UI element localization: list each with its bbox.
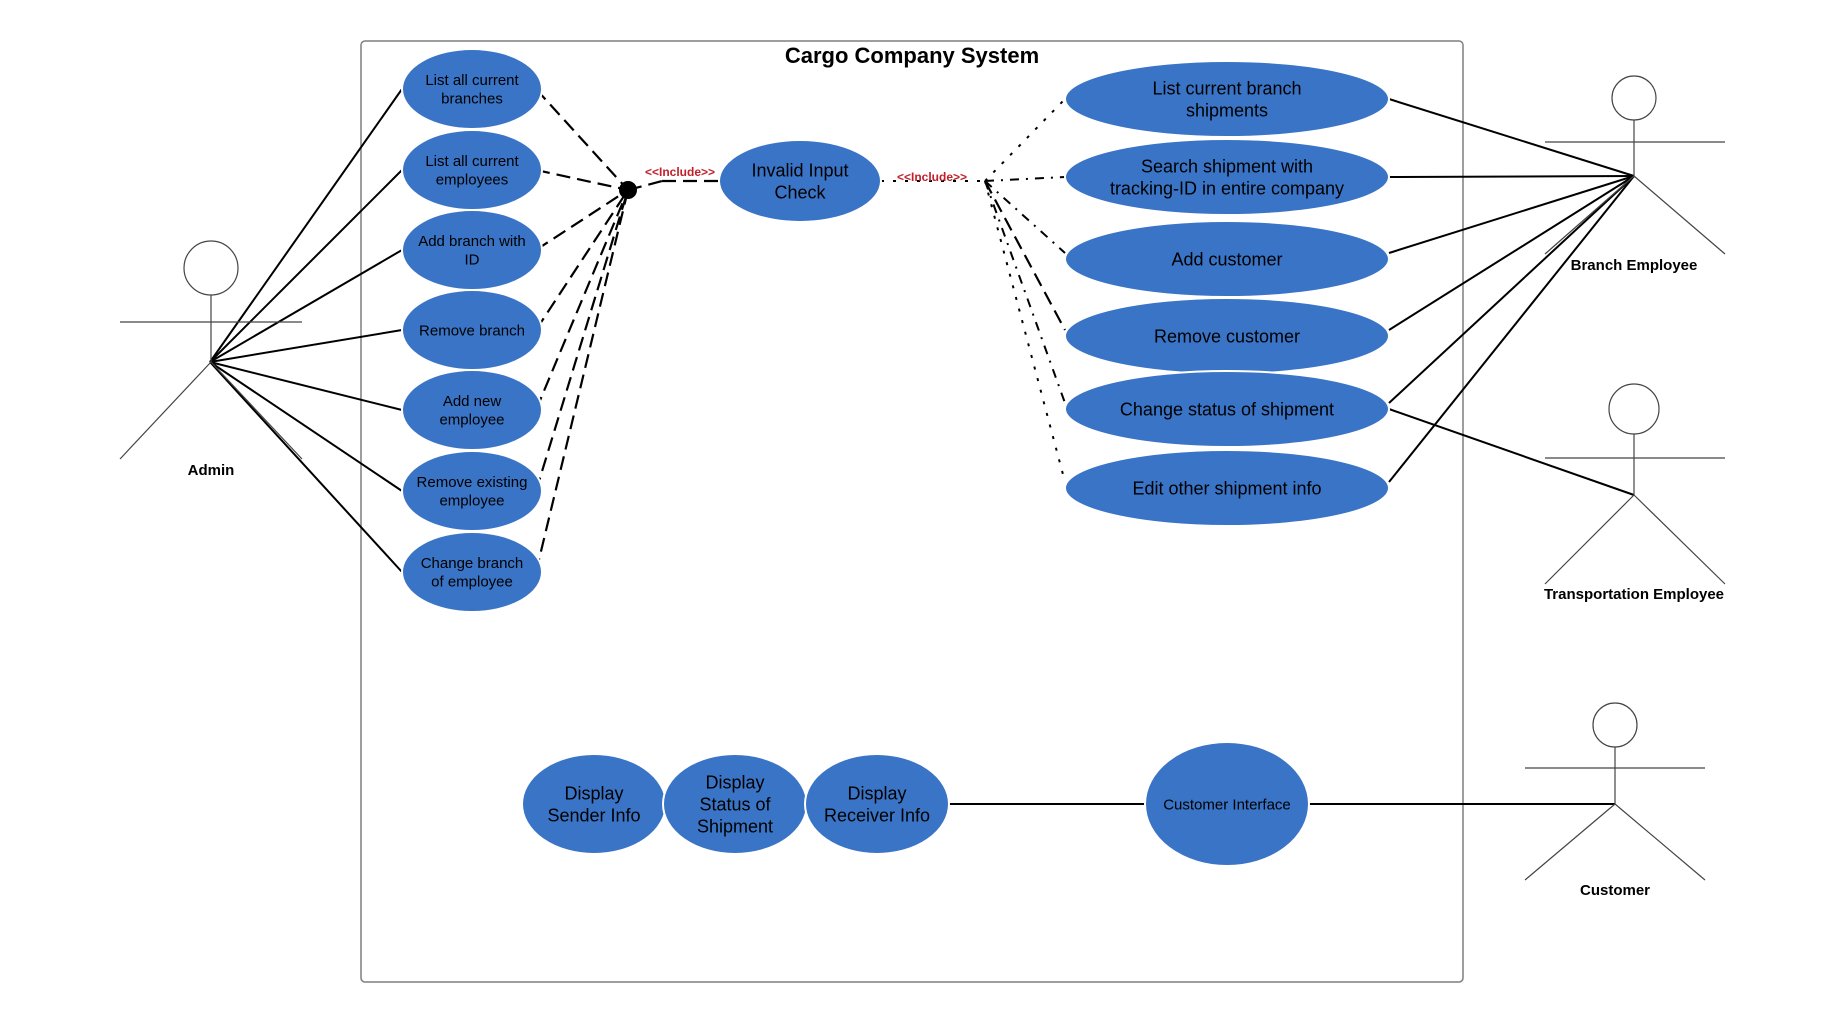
use-case-admin-label-line: employees bbox=[436, 171, 509, 188]
use-case-invalid-input-check-ellipse bbox=[718, 139, 882, 223]
include-line-right bbox=[984, 176, 1066, 182]
use-case-admin-label-line: Remove existing bbox=[417, 474, 528, 491]
use-case-employee-ellipse bbox=[1064, 138, 1390, 216]
use-case-employee: Change status of shipment bbox=[1064, 370, 1390, 448]
admin-association-line bbox=[209, 361, 403, 411]
use-case-admin-label-line: Add branch with bbox=[418, 233, 526, 250]
use-case-employee-label-line: Edit other shipment info bbox=[1132, 478, 1321, 498]
use-case-employee: Remove customer bbox=[1064, 297, 1390, 375]
use-case-admin-label-line: Remove branch bbox=[419, 322, 525, 339]
use-case-admin-label-line: branches bbox=[441, 90, 503, 107]
branch-employee-association-line bbox=[1388, 175, 1635, 178]
admin-association-line bbox=[209, 329, 403, 363]
include-dashed-line bbox=[534, 189, 630, 573]
transport-association-line bbox=[1388, 408, 1635, 496]
use-case-employee-label-line: shipments bbox=[1186, 100, 1268, 120]
actor-customer: Customer bbox=[1524, 702, 1706, 899]
use-case-admin-label-line: employee bbox=[439, 492, 504, 509]
include-dashed-line bbox=[535, 189, 629, 331]
branch-employee-association-line bbox=[1388, 175, 1635, 331]
use-case-invalid-input-check-label-line: Check bbox=[774, 182, 826, 202]
use-case-customer-display-label-line: Display bbox=[705, 772, 764, 792]
connectors bbox=[209, 88, 1635, 805]
actor-admin: Admin bbox=[119, 240, 303, 479]
include-dashed-line bbox=[535, 88, 629, 191]
use-case-admin: Remove branch bbox=[401, 289, 543, 371]
use-case-customer-interface-label-line: Customer Interface bbox=[1163, 796, 1291, 813]
include-dashed-line bbox=[534, 189, 630, 492]
use-case-customer-display-ellipse bbox=[804, 753, 950, 855]
use-case-customer-display-label-line: Sender Info bbox=[547, 805, 640, 825]
use-case-employee-label-line: Change status of shipment bbox=[1120, 399, 1334, 419]
actor-label-customer: Customer bbox=[1580, 882, 1650, 899]
admin-association-line bbox=[209, 361, 403, 492]
use-case-customer-display-label-line: Display bbox=[847, 783, 906, 803]
include-dashed-line bbox=[535, 189, 629, 251]
admin-association-line bbox=[209, 88, 403, 363]
branch-employee-association-line bbox=[1388, 98, 1635, 177]
use-case-admin-ellipse bbox=[401, 531, 543, 613]
include-dashed-line bbox=[535, 168, 629, 192]
use-case-admin-label-line: of employee bbox=[431, 573, 513, 590]
use-case-customer-interface: Customer Interface bbox=[1144, 741, 1310, 867]
use-case-customer-display-ellipse bbox=[521, 753, 667, 855]
use-case-employee-label-line: Search shipment with bbox=[1141, 156, 1313, 176]
include-label-right: <<Include>> bbox=[897, 170, 967, 184]
use-case-customer-display-label-line: Status of bbox=[699, 794, 771, 814]
use-case-employee-label-line: List current branch bbox=[1152, 78, 1301, 98]
system-title: Cargo Company System bbox=[785, 43, 1039, 68]
use-case-employee-ellipse bbox=[1064, 60, 1390, 138]
admin-association-line bbox=[209, 169, 403, 363]
actor-branch-employee: Branch Employee bbox=[1544, 75, 1726, 274]
branch-employee-association-line bbox=[1388, 175, 1635, 483]
use-case-admin-label-line: List all current bbox=[425, 72, 519, 89]
include-line-right bbox=[984, 180, 1066, 404]
use-case-employee-label-line: Add customer bbox=[1171, 249, 1282, 269]
use-case-invalid-input-check-label-line: Invalid Input bbox=[751, 160, 848, 180]
use-case-employee-ellipse bbox=[1064, 449, 1390, 527]
use-case-employee-ellipse bbox=[1064, 370, 1390, 448]
use-case-admin-label-line: List all current bbox=[425, 153, 519, 170]
use-case-customer-interface-ellipse bbox=[1144, 741, 1310, 867]
actor-label-admin: Admin bbox=[188, 462, 235, 479]
actor-label-transportation-employee: Transportation Employee bbox=[1544, 586, 1724, 603]
include-dashed-line bbox=[534, 189, 630, 411]
use-case-admin-label-line: ID bbox=[465, 251, 480, 268]
use-case-employee-label-line: Remove customer bbox=[1154, 326, 1300, 346]
admin-association-line bbox=[209, 249, 403, 363]
branch-employee-association-line bbox=[1388, 175, 1635, 254]
include-label-left: <<Include>> bbox=[645, 165, 715, 179]
actor-transportation-employee: Transportation Employee bbox=[1544, 383, 1726, 603]
include-line-right bbox=[984, 180, 1066, 254]
use-case-employee: Add customer bbox=[1064, 220, 1390, 298]
use-case-admin-label-line: Add new bbox=[443, 393, 502, 410]
use-case-employee-label-line: tracking-ID in entire company bbox=[1110, 178, 1344, 198]
admin-association-line bbox=[209, 361, 403, 573]
use-case-admin-label-line: employee bbox=[439, 411, 504, 428]
branch-employee-association-line bbox=[1388, 175, 1635, 404]
use-case-customer-display-label-line: Display bbox=[564, 783, 623, 803]
actor-label-branch-employee: Branch Employee bbox=[1571, 257, 1698, 274]
use-case-employee: Edit other shipment info bbox=[1064, 449, 1390, 527]
include-line-right bbox=[984, 180, 1066, 331]
use-case-admin-label-line: Change branch bbox=[421, 555, 524, 572]
use-case-customer-display-label-line: Receiver Info bbox=[824, 805, 930, 825]
include-junction-dot bbox=[619, 181, 637, 199]
use-case-customer-display-label-line: Shipment bbox=[697, 816, 773, 836]
